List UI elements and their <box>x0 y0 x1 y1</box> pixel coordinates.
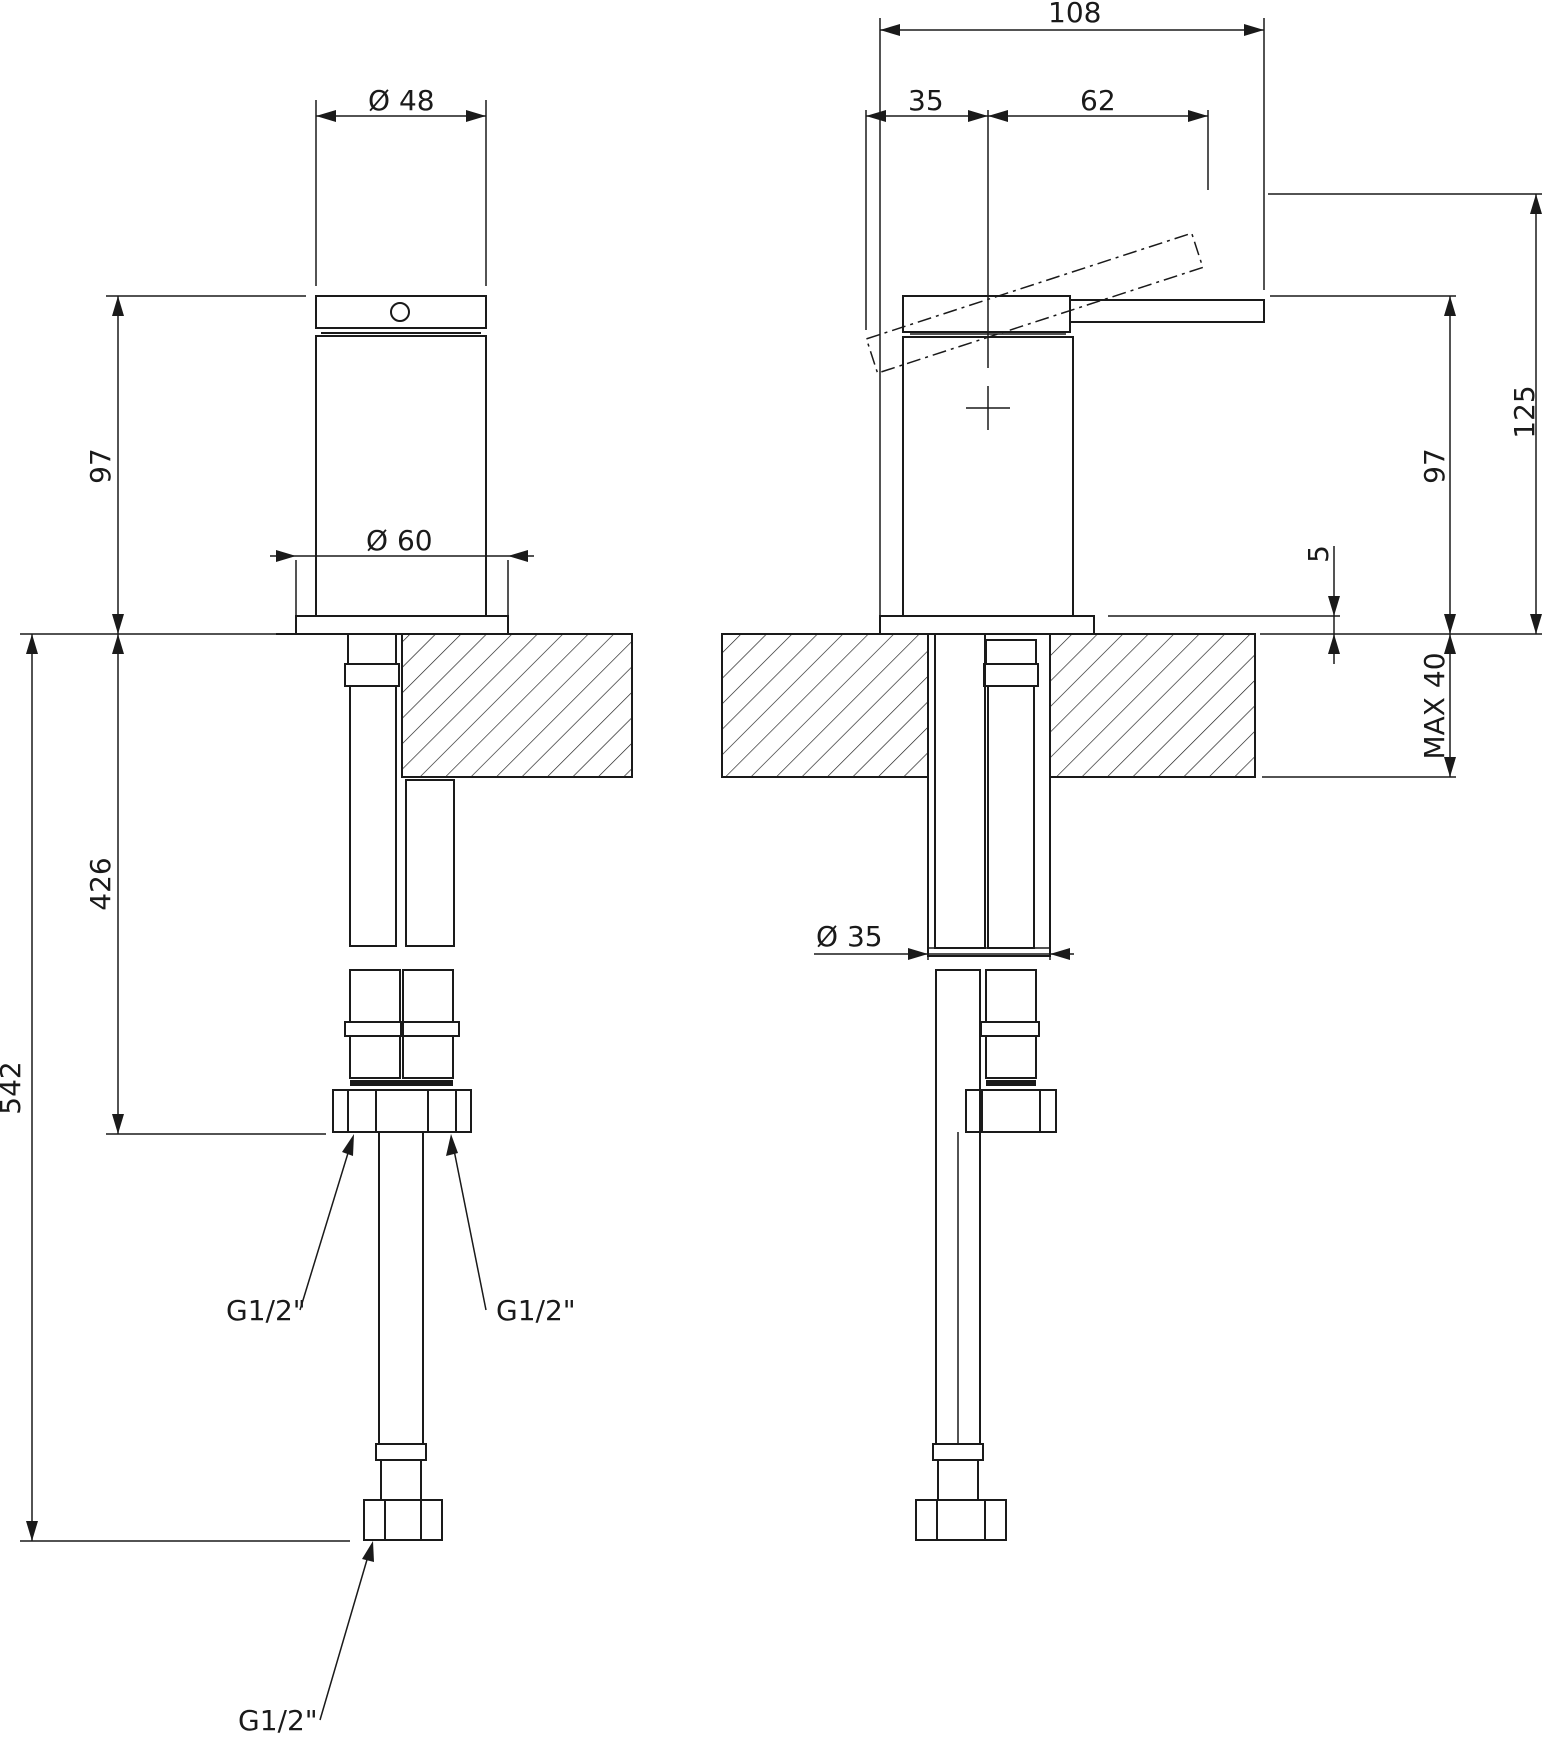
side-base-plate <box>879 615 1095 635</box>
dim-height-542: 542 <box>0 1061 27 1114</box>
side-body <box>902 336 1074 617</box>
dim-dia-60: Ø 60 <box>366 524 433 557</box>
side-hose-nut <box>915 1499 1007 1541</box>
side-shank-sleeve <box>927 633 1051 957</box>
side-view: 108 35 62 125 97 5 MAX 40 <box>721 0 1542 1541</box>
dim-height-97-left: 97 <box>84 448 117 484</box>
front-flex-hose <box>378 1131 424 1445</box>
dim-height-97-right: 97 <box>1418 448 1451 484</box>
dim-dia-35: Ø 35 <box>816 920 883 953</box>
front-hex-nut <box>332 1089 472 1133</box>
side-lever-handle <box>902 295 1071 333</box>
dim-width-35: 35 <box>908 84 944 117</box>
side-countertop-left <box>721 633 929 778</box>
front-lever-pivot-icon <box>390 302 410 322</box>
side-spout <box>1069 299 1265 323</box>
front-body <box>315 335 487 617</box>
front-view: Ø 48 Ø 60 97 426 542 G1/ <box>0 84 633 1737</box>
front-second-tube <box>405 779 455 947</box>
dim-height-125: 125 <box>1508 385 1541 438</box>
dim-width-108: 108 <box>1048 0 1101 29</box>
front-countertop-section <box>401 633 633 778</box>
front-hose-nut <box>363 1499 443 1541</box>
front-shank <box>349 685 397 947</box>
side-lever-alt-position <box>865 232 1204 375</box>
callout-outlet-bottom: G1/2" <box>238 1704 318 1737</box>
dim-height-5: 5 <box>1302 545 1335 563</box>
side-hex-nut <box>965 1089 1057 1133</box>
front-base-plate <box>295 615 509 635</box>
dim-height-426: 426 <box>84 857 117 910</box>
side-countertop-right <box>1049 633 1256 778</box>
dim-dia-48: Ø 48 <box>368 84 435 117</box>
callout-inlet-right: G1/2" <box>496 1294 576 1327</box>
callout-inlet-left: G1/2" <box>226 1294 306 1327</box>
dim-width-62: 62 <box>1080 84 1116 117</box>
dim-max-40: MAX 40 <box>1418 652 1451 759</box>
front-lever-cap <box>315 295 487 329</box>
